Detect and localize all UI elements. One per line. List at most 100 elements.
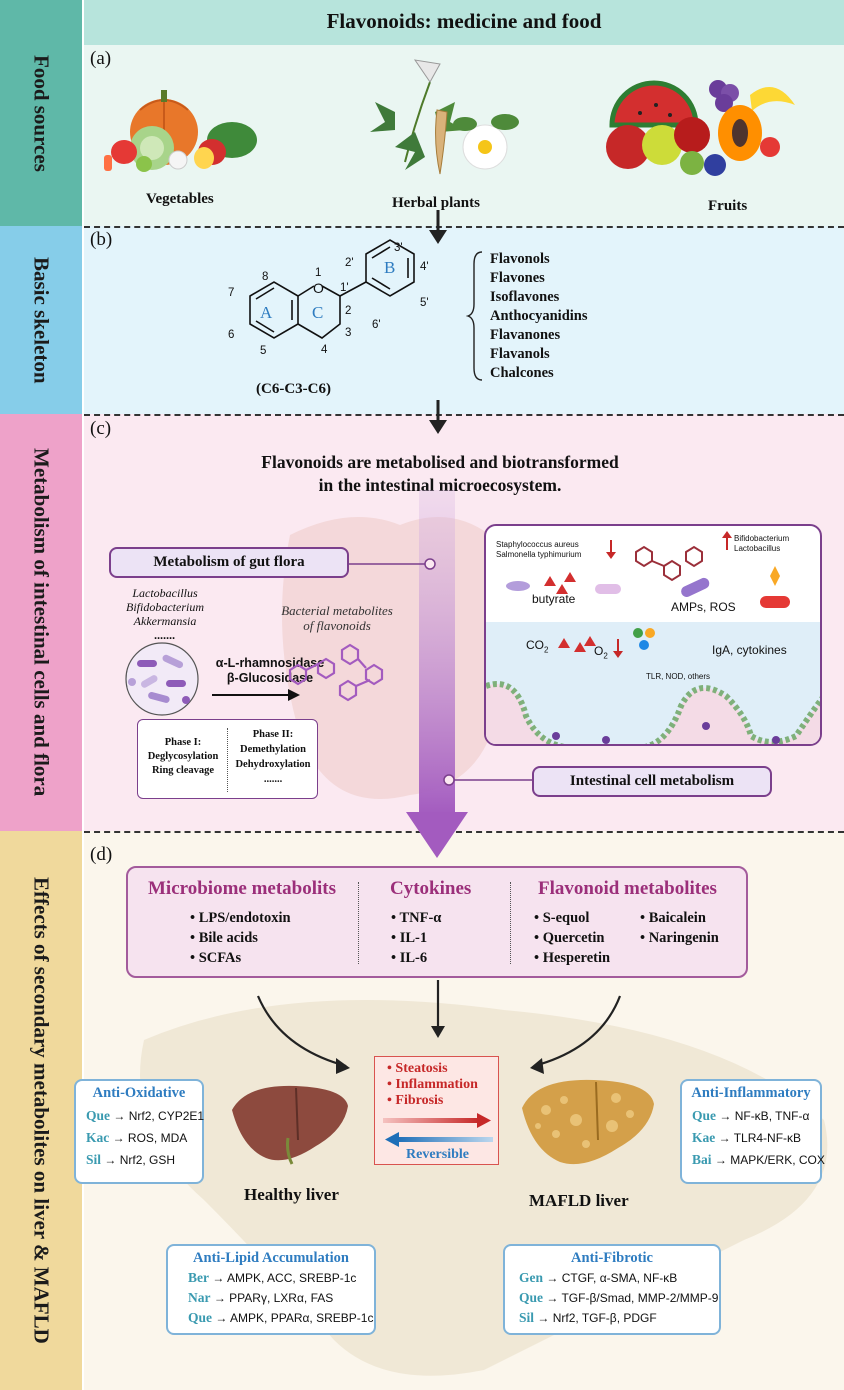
page-title: Flavonoids: medicine and food bbox=[326, 9, 602, 33]
class-item: Flavonols bbox=[490, 251, 550, 267]
bacteria-name: ....... bbox=[154, 628, 176, 642]
bacteria-cells-illustration bbox=[506, 566, 790, 608]
healthy-liver-illustration bbox=[232, 1085, 348, 1165]
pathogen-list: Staphylococcus aureus Salmonella typhimu… bbox=[496, 540, 581, 560]
flavonoid-metabolites-col1: S-equol Quercetin Hesperetin bbox=[534, 908, 610, 968]
triangles-icon bbox=[558, 636, 596, 652]
anti-lipid-box: Anti-Lipid Accumulation Ber → AMPK, ACC,… bbox=[166, 1244, 376, 1335]
mucosa-layer bbox=[486, 622, 820, 744]
heading-line: Flavonoids are metabolised and biotransf… bbox=[261, 452, 619, 472]
progression-text: Steatosis bbox=[395, 1061, 448, 1076]
anti-fibrotic-title: Anti-Fibrotic bbox=[571, 1250, 653, 1266]
cytokines-title: Cytokines bbox=[390, 878, 472, 899]
bacterial-metabolites-label: Bacterial metabolites of flavonoids bbox=[262, 603, 412, 633]
effect-row: Que → NF-κB, TNF-α bbox=[692, 1105, 820, 1127]
metabolite-molecules-illustration bbox=[288, 643, 384, 702]
divider bbox=[84, 226, 844, 228]
amps-label: AMPs, ROS bbox=[671, 600, 736, 614]
source-herbal-plants: Herbal plants bbox=[392, 195, 480, 211]
anti-inflammatory-box: Anti-Inflammatory Que → NF-κB, TNF-α Kae… bbox=[680, 1079, 825, 1184]
panel-letter-c: (c) bbox=[90, 418, 112, 439]
side-label-text: Basic skeleton bbox=[29, 256, 54, 384]
cytokine-item: IL-1 bbox=[391, 928, 441, 948]
herbal-plants-illustration bbox=[370, 59, 519, 175]
progression-list: • Steatosis • Inflammation • Fibrosis bbox=[387, 1061, 478, 1109]
compound-abbr: Sil bbox=[519, 1310, 535, 1325]
phase1-item: Deglycosylation bbox=[147, 751, 219, 762]
atom-number: 7 bbox=[228, 287, 234, 299]
flavonoid-metabolite-item: Naringenin bbox=[640, 928, 719, 948]
source-fruits: Fruits bbox=[708, 198, 748, 214]
flavonoid-metabolite-item: Hesperetin bbox=[534, 948, 610, 968]
metabolite-summary-box: Microbiome metabolits LPS/endotoxin Bile… bbox=[126, 866, 748, 978]
anti-fibrotic-rows: Gen → CTGF, α-SMA, NF-κB Que → TGF-β/Sma… bbox=[505, 1268, 719, 1328]
side-label-text: Metabolism of intestinal cells and flora bbox=[29, 448, 54, 797]
atom-number: 5' bbox=[420, 297, 429, 309]
effect-row: Gen → CTGF, α-SMA, NF-κB bbox=[519, 1268, 719, 1288]
beneficial-bacteria-list: Bifidobacterium Lactobacillus bbox=[734, 534, 789, 554]
atom-number: 4 bbox=[321, 344, 328, 356]
microbiome-item: SCFAs bbox=[190, 948, 291, 968]
effect-text: → ROS, MDA bbox=[112, 1131, 188, 1145]
villi-illustration bbox=[486, 681, 820, 744]
divider bbox=[84, 831, 844, 833]
anti-oxidative-rows: Que → Nrf2, CYP2E1 Kac → ROS, MDA Sil → … bbox=[76, 1105, 205, 1171]
column-divider bbox=[358, 882, 359, 964]
effect-text: → Nrf2, CYP2E1 bbox=[113, 1109, 205, 1123]
phase-divider bbox=[227, 728, 228, 792]
anti-oxidative-box: Anti-Oxidative Que → Nrf2, CYP2E1 Kac → … bbox=[74, 1079, 204, 1184]
side-label-food-sources: Food sources bbox=[0, 0, 82, 226]
compound-abbr: Nar bbox=[188, 1290, 211, 1305]
effect-text: → AMPK, ACC, SREBP-1c bbox=[212, 1271, 357, 1285]
butyrate-label: butyrate bbox=[532, 592, 576, 606]
brace-icon bbox=[466, 251, 483, 381]
anti-inflammatory-title: Anti-Inflammatory bbox=[691, 1085, 811, 1101]
fruits-illustration bbox=[606, 80, 795, 176]
side-label-text: Food sources bbox=[29, 54, 54, 172]
flavonoid-metabolites-col2: Baicalein Naringenin bbox=[640, 908, 719, 948]
effect-text: → Nrf2, TGF-β, PDGF bbox=[537, 1311, 657, 1325]
ring-label-c: C bbox=[312, 303, 323, 322]
phase2-group: Phase II: Demethylation Dehydroxylation … bbox=[230, 727, 316, 787]
anti-oxidative-title: Anti-Oxidative bbox=[92, 1085, 186, 1101]
up-red-arrow-icon bbox=[722, 531, 732, 550]
beneficial-name: Bifidobacterium bbox=[734, 534, 790, 543]
label-line: of flavonoids bbox=[303, 618, 371, 633]
metabolism-heading: Flavonoids are metabolised and biotransf… bbox=[200, 451, 680, 497]
bidirectional-arrows-icon bbox=[383, 1113, 493, 1147]
class-item: Flavanones bbox=[490, 327, 561, 343]
microbiome-item: LPS/endotoxin bbox=[190, 908, 291, 928]
beneficial-name: Lactobacillus bbox=[734, 544, 781, 553]
microbiome-item: Bile acids bbox=[190, 928, 291, 948]
oxygen-atom: O bbox=[313, 280, 324, 296]
vegetables-illustration bbox=[104, 90, 257, 172]
pathogen-name: Salmonella typhimurium bbox=[496, 550, 582, 559]
healthy-liver-label: Healthy liver bbox=[244, 1185, 339, 1204]
iga-label: IgA, cytokines bbox=[712, 643, 787, 657]
down-arrow-icon bbox=[429, 400, 447, 434]
phase1-item: Ring cleavage bbox=[151, 765, 215, 776]
anti-inflammatory-rows: Que → NF-κB, TNF-α Kae → TLR4-NF-κB Bai … bbox=[682, 1105, 825, 1171]
effect-text: → AMPK, PPARα, SREBP-1c bbox=[215, 1311, 374, 1325]
compound-abbr: Que bbox=[86, 1108, 111, 1123]
section-b-band bbox=[84, 226, 844, 414]
cytokines-list: TNF-α IL-1 IL-6 bbox=[391, 908, 441, 968]
compound-abbr: Kae bbox=[692, 1130, 716, 1145]
source-vegetables: Vegetables bbox=[146, 191, 214, 207]
intestinal-panel: Staphylococcus aureus Salmonella typhimu… bbox=[484, 524, 822, 746]
atom-number: 6' bbox=[372, 319, 381, 331]
anti-fibrotic-box: Anti-Fibrotic Gen → CTGF, α-SMA, NF-κB Q… bbox=[503, 1244, 721, 1335]
atom-number: 2' bbox=[345, 257, 354, 269]
effect-row: Sil → Nrf2, TGF-β, PDGF bbox=[519, 1308, 719, 1328]
bacteria-list: Lactobacillus Bifidobacterium Akkermansi… bbox=[110, 586, 220, 642]
panel-letter-b: (b) bbox=[90, 229, 113, 250]
connector-line bbox=[348, 558, 436, 570]
flavonoid-metabolite-item: Baicalein bbox=[640, 908, 719, 928]
disease-progression-box: • Steatosis • Inflammation • Fibrosis Re… bbox=[374, 1056, 499, 1165]
panel-letter-d: (d) bbox=[90, 844, 113, 865]
ring-a bbox=[249, 281, 299, 339]
flavonoid-metabolite-item: S-equol bbox=[534, 908, 610, 928]
side-label-text: Effects of secondary metabolites on live… bbox=[29, 877, 54, 1344]
side-label-effects: Effects of secondary metabolites on live… bbox=[0, 831, 82, 1390]
column-divider bbox=[510, 882, 511, 964]
